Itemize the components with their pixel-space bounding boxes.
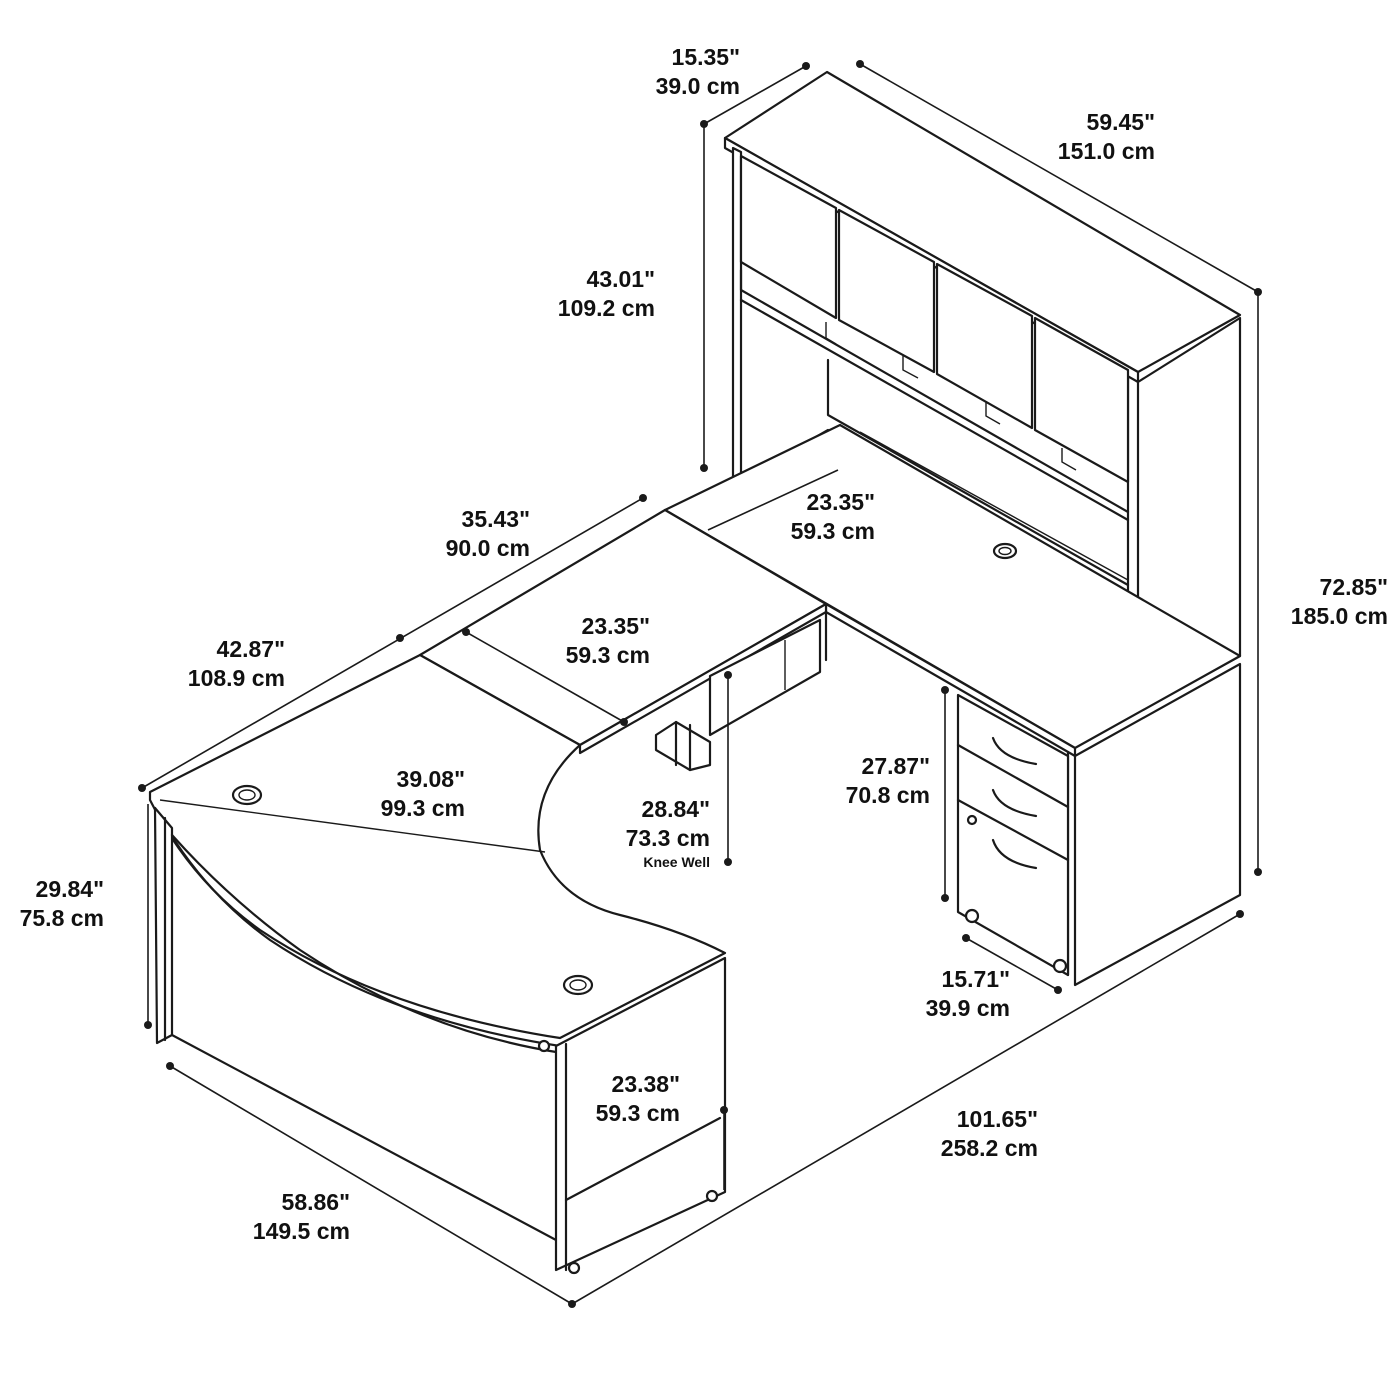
hutch-left-side — [731, 146, 743, 482]
dim-inch: 29.84" — [35, 876, 104, 902]
dim-cm: 75.8 cm — [19, 905, 104, 931]
desk-left-end-panel — [153, 806, 174, 1045]
dim-inch: 42.87" — [216, 636, 285, 662]
dim-cm: 108.9 cm — [187, 665, 285, 691]
desk-grommet-right — [562, 974, 594, 996]
dimension-lines — [138, 60, 1262, 1308]
dim-cm: 258.2 cm — [940, 1135, 1038, 1161]
dim-inch: 59.45" — [1086, 109, 1155, 135]
dim-label-overall-depth: 42.87" 108.9 cm — [140, 635, 285, 693]
dim-label-desk-depth: 39.08" 99.3 cm — [330, 765, 465, 823]
dim-inch: 101.65" — [956, 1106, 1038, 1132]
credenza — [663, 423, 1242, 987]
dim-inch: 28.84" — [641, 796, 710, 822]
dim-inch: 15.35" — [671, 44, 740, 70]
dim-inch: 58.86" — [281, 1189, 350, 1215]
drawer-pull-3 — [991, 838, 1038, 870]
bow-front-desk — [148, 653, 727, 1275]
dim-label-overall-width: 101.65" 258.2 cm — [900, 1105, 1038, 1163]
dim-inch: 15.71" — [941, 966, 1010, 992]
credenza-base-cabinet — [1073, 662, 1242, 987]
dim-cm: 59.3 cm — [790, 518, 875, 544]
dim-cm: 99.3 cm — [380, 795, 465, 821]
hutch-door-4 — [1033, 316, 1130, 484]
hutch — [723, 70, 1242, 714]
bridge-support-leg — [654, 720, 712, 772]
dim-inch: 23.38" — [611, 1071, 680, 1097]
dim-inch: 35.43" — [461, 506, 530, 532]
dim-label-desk-width: 58.86" 149.5 cm — [210, 1188, 350, 1246]
dim-label-credenza-depth: 23.35" 59.3 cm — [740, 488, 875, 546]
file-lock-icon — [966, 814, 978, 826]
dim-inch: 27.87" — [861, 753, 930, 779]
dim-cm: 185.0 cm — [1290, 603, 1388, 629]
dim-cm: 59.3 cm — [565, 642, 650, 668]
hutch-door-2 — [837, 208, 936, 374]
dim-label-return-depth: 23.38" 59.3 cm — [550, 1070, 680, 1128]
desk-return-cabinet — [554, 956, 727, 1272]
dim-inch: 23.35" — [806, 489, 875, 515]
hutch-back-panel — [826, 358, 1130, 587]
dim-label-pedestal-height: 27.87" 70.8 cm — [800, 752, 930, 810]
dim-cm: 149.5 cm — [252, 1218, 350, 1244]
dim-cm: 90.0 cm — [445, 535, 530, 561]
dim-cm: 151.0 cm — [1057, 138, 1155, 164]
dim-label-total-height: 72.85" 185.0 cm — [1240, 573, 1388, 631]
dim-label-bridge-depth: 23.35" 59.3 cm — [515, 612, 650, 670]
dim-cm: 39.9 cm — [925, 995, 1010, 1021]
dim-cm: 109.2 cm — [557, 295, 655, 321]
bridge-modesty-panel — [708, 618, 822, 737]
dim-inch: 23.35" — [581, 613, 650, 639]
dim-inch: 72.85" — [1319, 574, 1388, 600]
drawer-pull-2 — [991, 788, 1038, 818]
hutch-door-3 — [935, 262, 1034, 430]
file-pedestal — [956, 693, 1070, 977]
dim-label-pedestal-depth: 15.71" 39.9 cm — [880, 965, 1010, 1023]
desk-grommet-left — [231, 784, 263, 806]
hutch-door-1 — [739, 154, 838, 320]
dim-cm: 70.8 cm — [845, 782, 930, 808]
dim-label-desk-height: 29.84" 75.8 cm — [0, 875, 104, 933]
credenza-grommet — [992, 542, 1018, 560]
dim-inch: 39.08" — [396, 766, 465, 792]
bridge-top-edge — [578, 602, 828, 755]
dim-label-hutch-depth: 15.35" 39.0 cm — [600, 43, 740, 101]
dim-label-hutch-width: 59.45" 151.0 cm — [1010, 108, 1155, 166]
dim-inch: 43.01" — [586, 266, 655, 292]
dim-label-knee-well: 28.84" 73.3 cm Knee Well — [590, 795, 710, 871]
dim-label-bridge-length: 35.43" 90.0 cm — [400, 505, 530, 563]
dim-cm: 39.0 cm — [655, 73, 740, 99]
dim-cm: 73.3 cm — [625, 825, 710, 851]
dim-label-hutch-height: 43.01" 109.2 cm — [510, 265, 655, 323]
drawer-pull-1 — [991, 736, 1038, 766]
dim-cm: 59.3 cm — [595, 1100, 680, 1126]
dim-note: Knee Well — [643, 854, 710, 870]
